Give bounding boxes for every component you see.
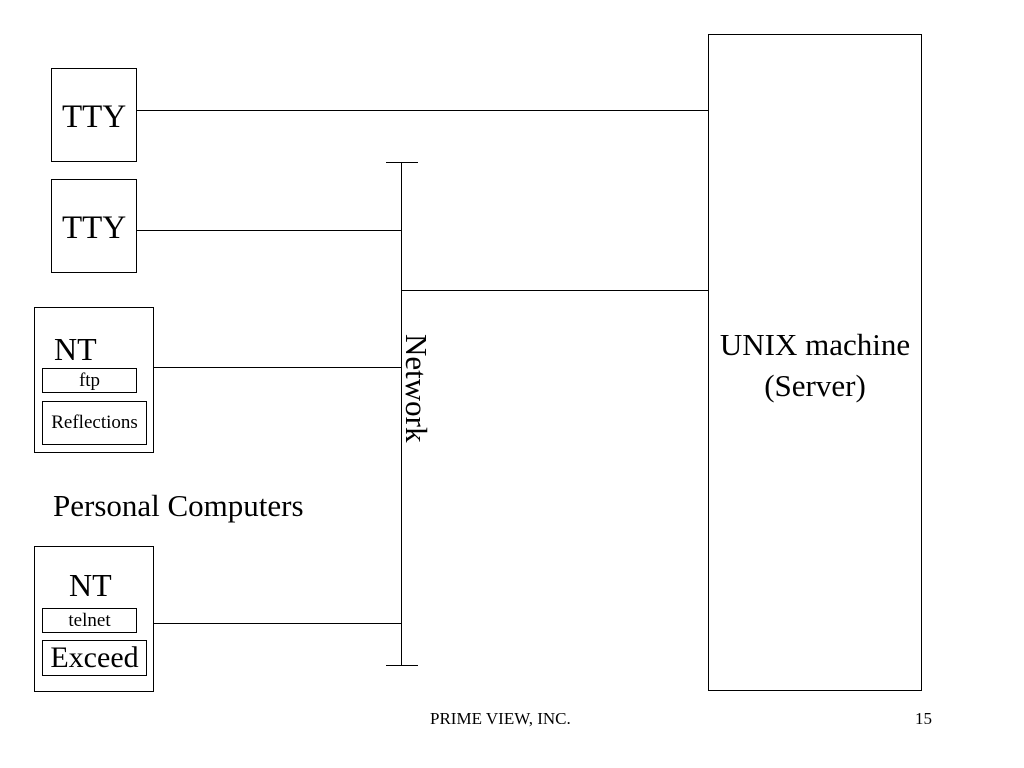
tty-label: TTY bbox=[62, 210, 127, 246]
unix-server-box: UNIX machine (Server) bbox=[708, 34, 922, 691]
nt-workstation-box: NT telnet Exceed bbox=[34, 546, 154, 692]
tty1-server-connector bbox=[137, 110, 709, 111]
network-server-connector bbox=[401, 290, 709, 291]
server-title: UNIX machine bbox=[719, 327, 911, 362]
network-bus-line bbox=[401, 162, 402, 665]
server-subtitle: (Server) bbox=[764, 368, 866, 403]
nt-workstation-box: NT ftp Reflections bbox=[34, 307, 154, 453]
personal-computers-label: Personal Computers bbox=[53, 488, 304, 523]
footer-company: PRIME VIEW, INC. bbox=[430, 709, 571, 728]
exceed-app-box: Exceed bbox=[42, 640, 147, 676]
tty-label: TTY bbox=[62, 99, 127, 135]
nt-label: NT bbox=[54, 331, 97, 367]
reflections-app-box: Reflections bbox=[42, 401, 147, 445]
ftp-app-box: ftp bbox=[42, 368, 137, 393]
network-bus-bottom-cap bbox=[386, 665, 418, 666]
nt2-network-connector bbox=[154, 623, 401, 624]
tty-terminal-box: TTY bbox=[51, 68, 137, 162]
nt1-network-connector bbox=[154, 367, 401, 368]
tty2-network-connector bbox=[137, 230, 401, 231]
page-number: 15 bbox=[915, 709, 932, 728]
telnet-app-box: telnet bbox=[42, 608, 137, 633]
tty-terminal-box: TTY bbox=[51, 179, 137, 273]
nt-label: NT bbox=[69, 567, 112, 603]
network-bus-top-cap bbox=[386, 162, 418, 163]
network-label: Network bbox=[399, 334, 434, 443]
